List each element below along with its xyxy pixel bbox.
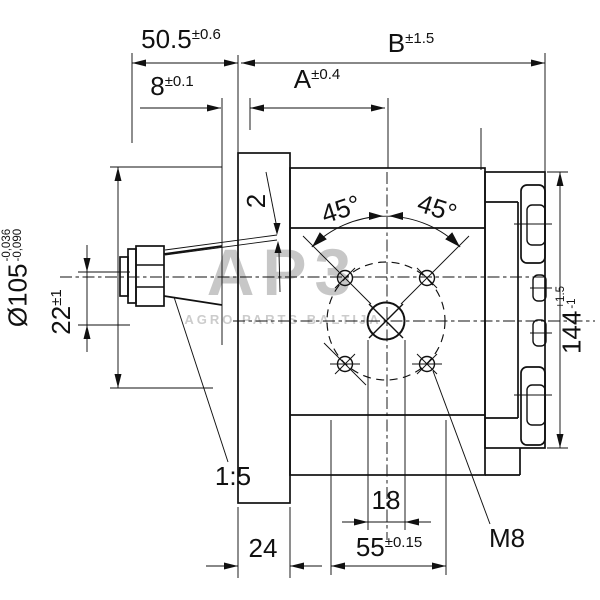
dim-18: 18 bbox=[371, 485, 401, 515]
dim-50-5: 50.5±0.6 bbox=[141, 24, 221, 54]
leader-lines bbox=[173, 171, 491, 525]
dim-a: A±0.4 bbox=[293, 64, 341, 94]
dim-24: 24 bbox=[248, 533, 278, 563]
shaft-assembly bbox=[119, 234, 278, 307]
side-view-outline bbox=[237, 152, 546, 504]
dim-55: 55±0.15 bbox=[355, 532, 423, 562]
label-thread-m8: M8 bbox=[488, 523, 526, 553]
label-taper-1-5: 1:5 bbox=[214, 461, 252, 491]
dim-144: 144+1.5-1 bbox=[555, 285, 587, 355]
extension-lines bbox=[78, 53, 568, 578]
dim-key-2: 2 bbox=[241, 193, 271, 209]
dim-b: B±1.5 bbox=[387, 28, 435, 58]
dimension-lines bbox=[83, 59, 564, 570]
angle-dimension-arc bbox=[311, 212, 461, 248]
rear-port-bosses bbox=[514, 184, 552, 446]
dim-8: 8±0.1 bbox=[150, 71, 194, 101]
front-face-view bbox=[302, 235, 470, 386]
dim-22: 22±1 bbox=[46, 289, 76, 335]
watermark-subtitle: AGRO PARTS BALTIJA bbox=[184, 312, 382, 327]
dim-dia-105: Ø105-0,036-0,090 bbox=[1, 228, 33, 328]
